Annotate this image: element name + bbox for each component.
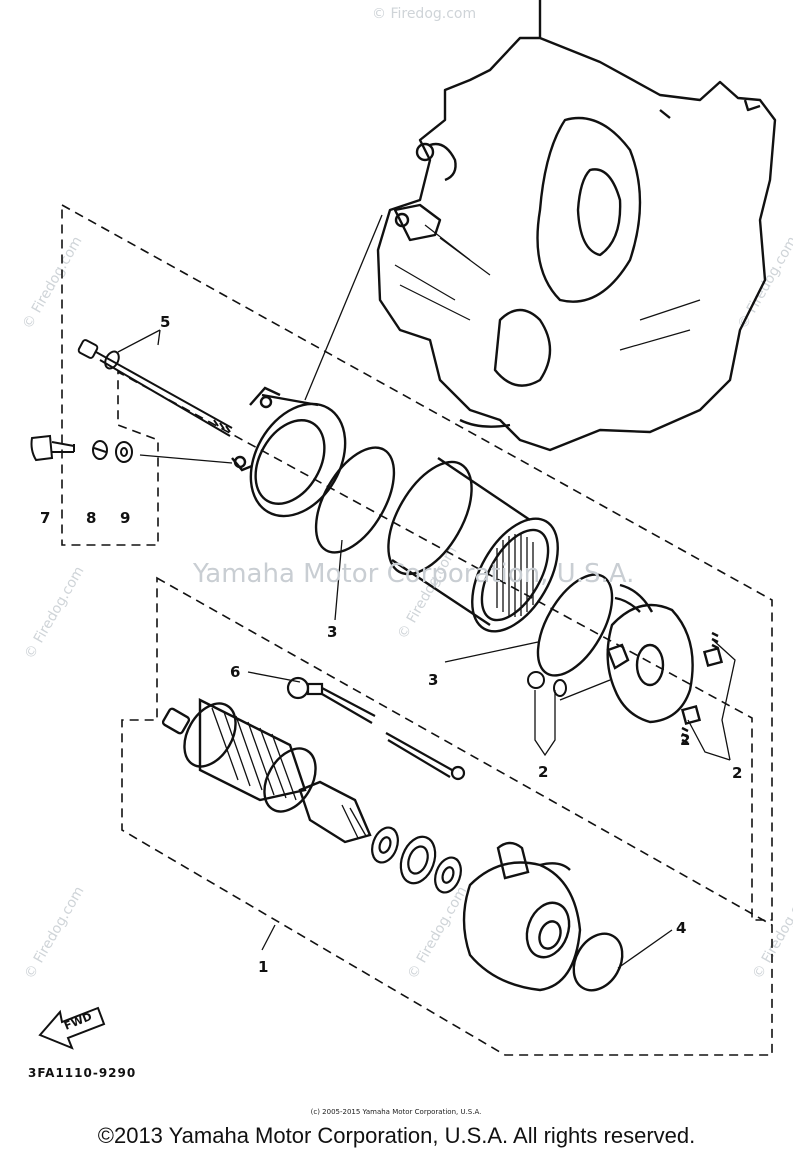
watermark-site-center-2: © Firedog.com xyxy=(405,884,471,982)
watermark-site-top: © Firedog.com xyxy=(372,6,476,22)
plain-washer xyxy=(115,441,133,463)
armature-washers xyxy=(371,826,462,894)
nut-and-washer xyxy=(527,671,567,697)
callout-part-2-holder: 2 xyxy=(732,764,742,782)
callout-part-2-nut: 2 xyxy=(538,763,548,781)
watermark-site-left: © Firedog.com xyxy=(20,234,86,332)
assembly-boundary xyxy=(61,203,773,1056)
o-ring-rear xyxy=(536,573,614,677)
copyright-footer: ©2013 Yamaha Motor Corporation, U.S.A. A… xyxy=(97,1123,696,1148)
o-ring-front xyxy=(314,446,396,554)
callout-part-3-front: 3 xyxy=(327,623,337,641)
starter-motor-diagram: © Firedog.com © Firedog.com © Firedog.co… xyxy=(20,0,793,1116)
watermark-site-left-2: © Firedog.com xyxy=(22,564,88,662)
callout-part-9: 9 xyxy=(120,509,130,527)
callout-part-6: 6 xyxy=(230,663,240,681)
crankcase-hatching xyxy=(394,224,701,351)
armature-windings xyxy=(211,707,367,839)
armature xyxy=(161,698,372,844)
callout-part-2-brush: 2 xyxy=(680,731,690,749)
callout-part-7: 7 xyxy=(40,509,50,527)
part-callouts: 1 2 2 2 3 3 4 5 6 7 8 9 xyxy=(40,313,742,976)
through-bolt xyxy=(77,339,233,437)
watermark-main: Yamaha Motor Corporation, U.S.A. xyxy=(192,559,634,589)
callout-part-5: 5 xyxy=(160,313,170,331)
terminal-rod xyxy=(286,676,466,781)
small-copyright: (c) 2005-2015 Yamaha Motor Corporation, … xyxy=(311,1108,482,1116)
yoke-housing xyxy=(387,457,559,633)
drawing-code: 3FA1110-9290 xyxy=(28,1066,136,1080)
mounting-bolt xyxy=(30,434,75,462)
leader-lines xyxy=(117,214,736,969)
lock-washer xyxy=(92,440,108,460)
end-cover xyxy=(231,386,347,518)
crankcase-drawing xyxy=(376,0,777,452)
yoke-magnet-hatching xyxy=(496,534,534,617)
fwd-direction-arrow: FWD xyxy=(38,1006,106,1050)
brush-holder xyxy=(606,583,724,745)
callout-part-1: 1 xyxy=(258,958,268,976)
front-cover xyxy=(462,841,582,992)
callout-part-3-rear: 3 xyxy=(428,671,438,689)
watermark-site-left-3: © Firedog.com xyxy=(22,884,88,982)
callout-part-8: 8 xyxy=(86,509,96,527)
o-ring-small xyxy=(572,932,624,992)
callout-part-4: 4 xyxy=(676,919,686,937)
